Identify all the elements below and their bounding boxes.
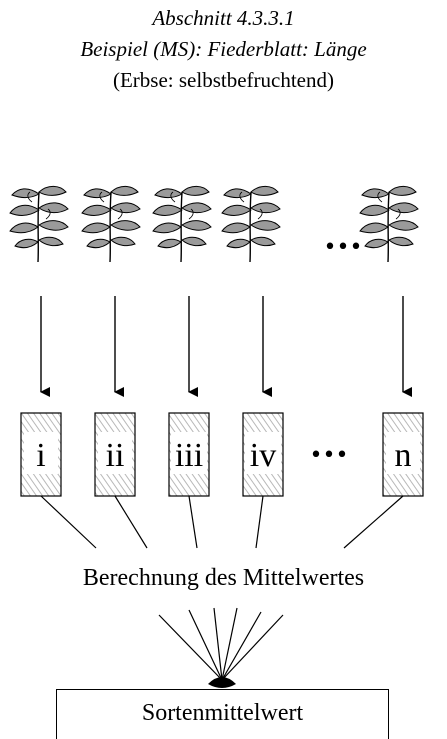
- plant-icon-3: [152, 185, 212, 263]
- connector-3: [188, 495, 198, 549]
- plant-icon-2: [81, 185, 141, 263]
- sample-label-n: n: [395, 437, 412, 474]
- plant-icon-1: [9, 185, 69, 263]
- result-box: Sortenmittelwert: [56, 689, 389, 739]
- sample-label-4: iv: [250, 437, 276, 474]
- sample-box-3: iii: [168, 412, 210, 497]
- calculation-label: Berechnung des Mittelwertes: [82, 565, 365, 591]
- sample-label-1: i: [36, 437, 45, 474]
- example-title: Beispiel (MS): Fiederblatt: Länge: [80, 37, 367, 61]
- samples-ellipsis: •••: [310, 443, 349, 468]
- sample-box-1: i: [20, 412, 62, 497]
- connector-2: [114, 495, 148, 549]
- connector-1: [40, 495, 97, 549]
- plant-icon-4: [221, 185, 281, 263]
- connector-n: [343, 495, 404, 549]
- plant-icon-n: [359, 185, 419, 263]
- result-label: Sortenmittelwert: [141, 700, 304, 726]
- plants-ellipsis: •••: [324, 235, 363, 260]
- section-title: Abschnitt 4.3.3.1: [152, 6, 295, 30]
- converging-lines: [158, 607, 284, 688]
- subtitle: (Erbse: selbstbefruchtend): [112, 68, 334, 92]
- connector-4: [255, 495, 264, 549]
- sample-label-2: ii: [106, 437, 125, 474]
- sample-label-3: iii: [175, 437, 203, 474]
- sample-box-n: n: [382, 412, 424, 497]
- sample-box-2: ii: [94, 412, 136, 497]
- sample-box-4: iv: [242, 412, 284, 497]
